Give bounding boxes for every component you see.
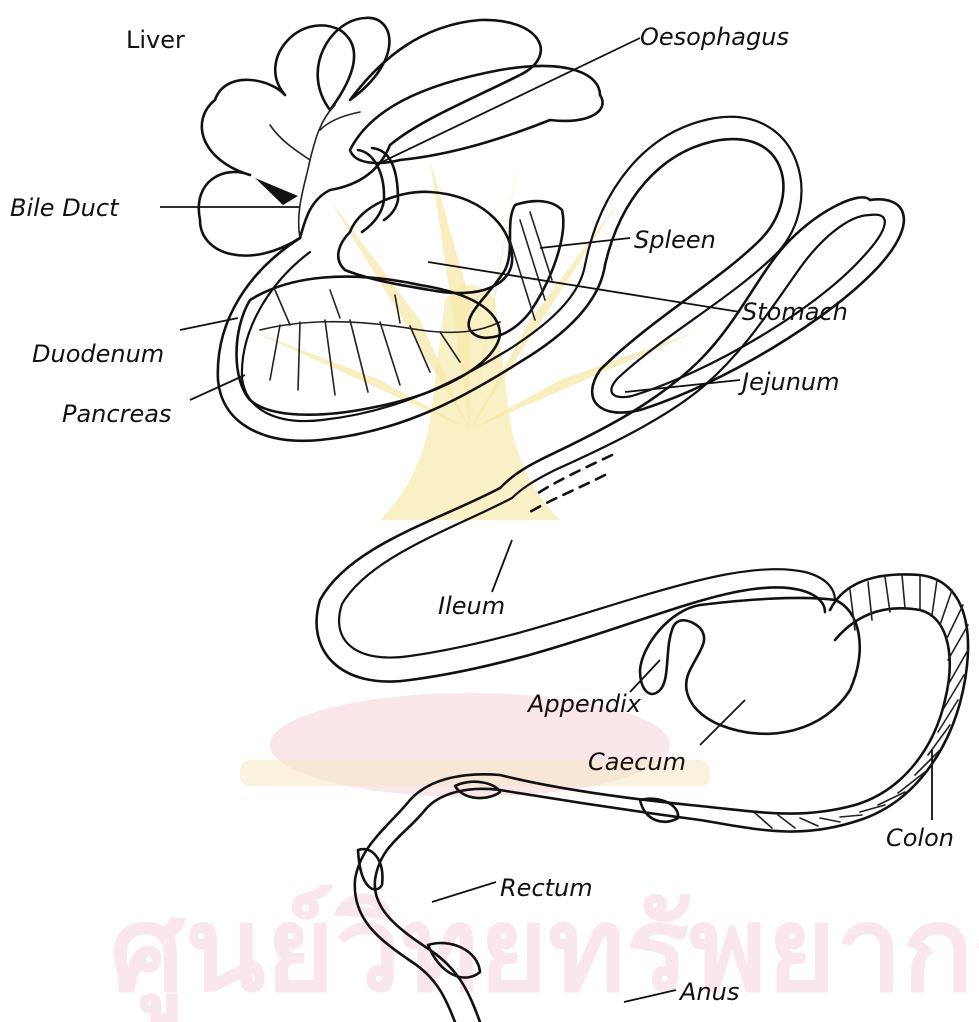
label-oesophagus: Oesophagus (640, 23, 789, 51)
label-duodenum: Duodenum (32, 340, 164, 368)
label-liver: Liver (126, 26, 185, 54)
label-appendix: Appendix (526, 690, 642, 718)
label-pancreas: Pancreas (62, 400, 171, 428)
label-spleen: Spleen (634, 226, 716, 254)
leader-caecum (700, 700, 745, 745)
label-ileum: Ileum (438, 592, 505, 620)
label-jejunum: Jejunum (738, 368, 840, 396)
label-rectum: Rectum (500, 874, 593, 902)
caecum (640, 598, 860, 734)
leader-duodenum (180, 318, 238, 330)
label-caecum: Caecum (588, 748, 686, 776)
leader-jejunum (625, 380, 740, 392)
label-colon: Colon (886, 824, 954, 852)
leader-spleen (540, 238, 630, 248)
label-anus: Anus (678, 978, 739, 1006)
liver (199, 18, 603, 256)
leader-appendix (630, 660, 660, 692)
label-stomach: Stomach (742, 298, 848, 326)
colon-stripes (755, 575, 968, 828)
bile-duct-arrow-icon (255, 178, 298, 205)
label-bile-duct: Bile Duct (10, 194, 120, 222)
leader-ileum (492, 540, 512, 592)
duodenum (218, 238, 605, 441)
